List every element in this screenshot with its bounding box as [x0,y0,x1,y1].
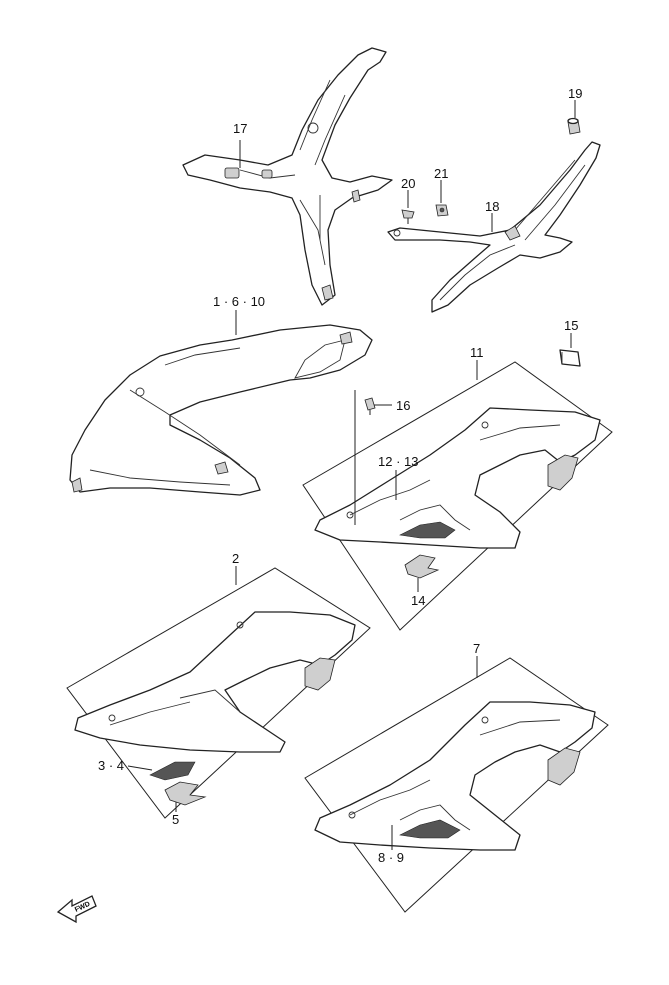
callout-2: 2 [232,551,239,566]
part-7-lower-cowl [314,701,596,851]
part-19-grommet [567,117,581,135]
callout-17: 17 [233,121,247,136]
callout-16: 16 [396,398,410,413]
callout-12-13: 12 · 13 [378,454,418,469]
callout-15: 15 [564,318,578,333]
fwd-arrow-icon: FWD [56,895,97,924]
callout-5: 5 [172,812,179,827]
box-part-2 [66,567,371,819]
part-14-decal [404,554,440,579]
part-1-6-10-side-cowling [69,324,373,496]
callout-19: 19 [568,86,582,101]
part-2-lower-cowl [74,611,356,753]
part-11-lower-cowl [314,407,601,549]
callout-18: 18 [485,199,499,214]
callout-1-6-10: 1 · 6 · 10 [213,294,265,309]
part-20-screw [401,209,415,224]
part-17-inner-panel [182,47,393,306]
callout-7: 7 [473,641,480,656]
part-16-bolt [364,397,376,415]
callout-11: 11 [470,345,484,360]
part-5-decal [164,781,207,806]
callout-21: 21 [434,166,448,181]
leader-3-4 [127,765,153,771]
callout-8-9: 8 · 9 [378,850,404,865]
part-21-nut [435,204,449,217]
part-3-4-decal [149,761,196,781]
callout-20: 20 [401,176,415,191]
box-part-11 [302,361,613,631]
part-15-pad [559,349,581,367]
part-18-side-rail [387,141,601,313]
callout-3-4: 3 · 4 [98,758,124,773]
callout-14: 14 [411,593,425,608]
box-part-7 [304,657,609,913]
